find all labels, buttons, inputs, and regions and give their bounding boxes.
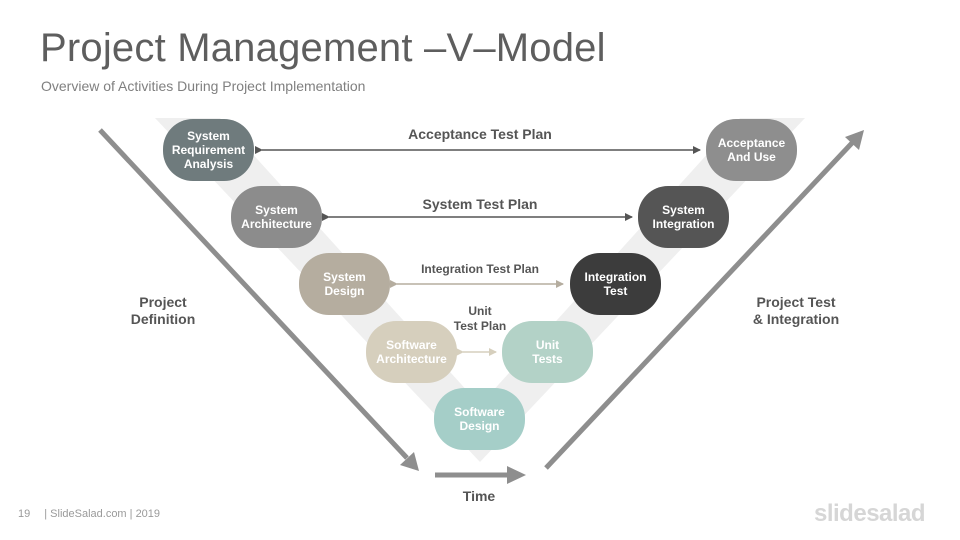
time-arrow-head [507,466,526,484]
node-software-design: Software Design [434,388,525,450]
unit-test-plan-label: Unit Test Plan [453,304,507,333]
node-acceptance-and-use: Acceptance And Use [706,119,797,181]
page-number: 19 [18,508,31,520]
project-test-arrow-head [845,130,864,150]
acceptance-test-plan-label: Acceptance Test Plan [408,126,552,142]
system-test-plan-label: System Test Plan [422,196,538,212]
integration-test-plan-label: Integration Test Plan [421,262,539,276]
project-definition-arrow-line [98,128,409,460]
node-unit-tests: Unit Tests [502,321,593,383]
node-software-architecture: Software Architecture [366,321,457,383]
page-title: Project Management –V–Model [40,26,606,70]
node-system-design: System Design [299,253,390,315]
node-integration-test: Integration Test [570,253,661,315]
project-test-integration-label: Project Test & Integration [752,294,840,327]
project-definition-arrow-head [400,452,419,471]
footer-source: | SlideSalad.com | 2019 [44,508,161,520]
node-system-requirement-analysis: System Requirement Analysis [163,119,254,181]
node-system-integration: System Integration [638,186,729,248]
slidesalad-logo: slidesalad [814,500,926,527]
project-test-arrow-line [544,141,854,470]
page-subtitle: Overview of Activities During Project Im… [41,78,366,94]
time-label: Time [462,488,496,504]
footer: 19 | SlideSalad.com | 2019 [18,508,160,520]
project-definition-label: Project Definition [130,294,196,327]
node-system-architecture: System Architecture [231,186,322,248]
